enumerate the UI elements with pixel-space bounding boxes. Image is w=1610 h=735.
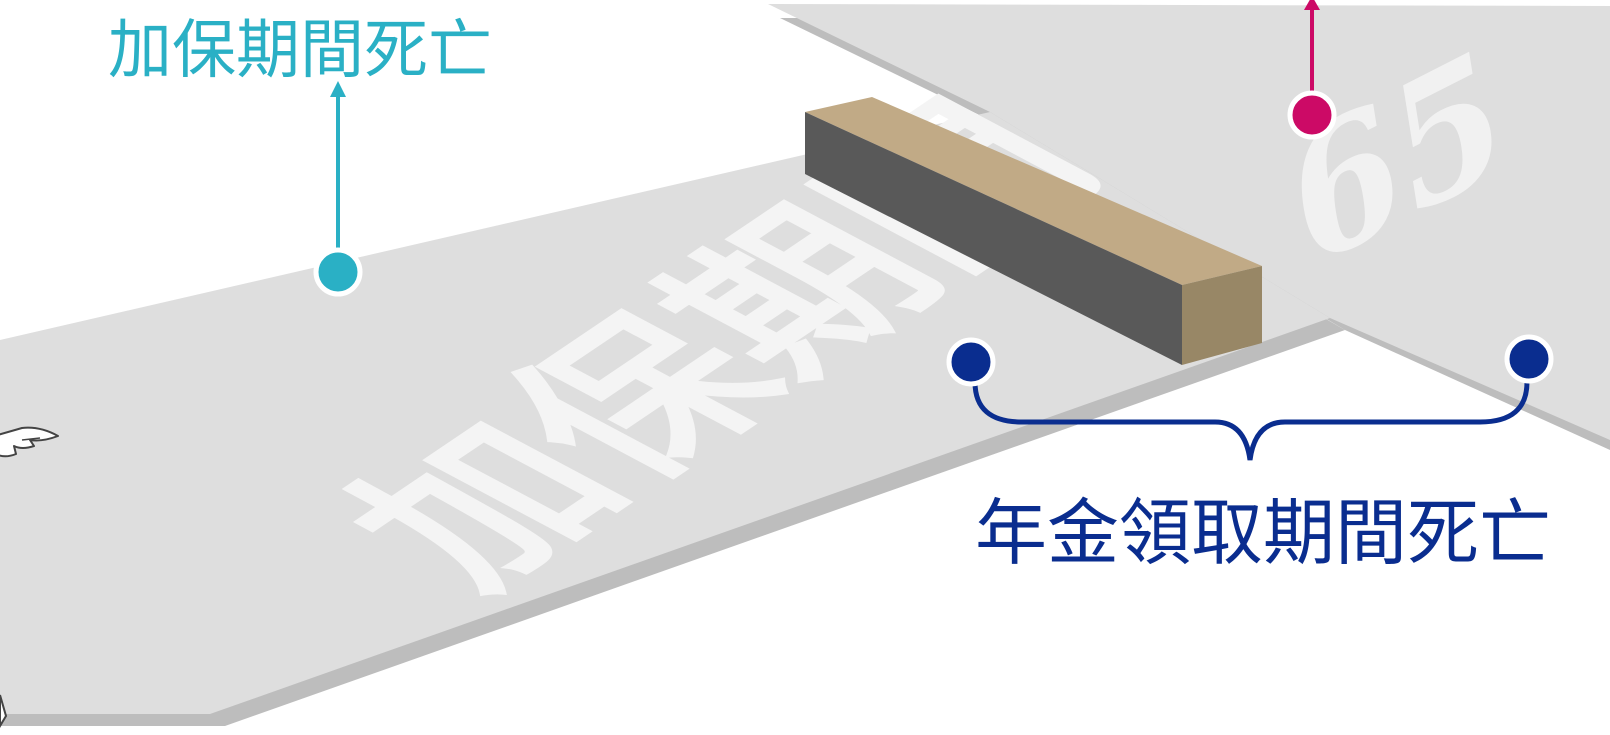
accumulation-death-label: 加保期間死亡 [108,14,492,88]
retirement-block-end [1182,266,1262,365]
accumulation-marker-arrowhead [330,81,346,97]
accumulation-death-marker [313,81,363,297]
annuity-road: 65 [768,4,1610,450]
retirement-block [805,97,1262,365]
bracket-left-dot [946,337,996,387]
bracket-curly-brace [972,379,1530,461]
retirement-block-front [805,112,1182,365]
pointing-hand-icon [0,426,59,728]
annuity-death-label: 年金領取期間死亡 [975,491,1551,575]
top-marker-arrowhead [1304,0,1320,10]
retirement-block-top [805,97,1262,285]
annuity-road-surface [768,4,1610,440]
top-marker-dot [1287,90,1337,140]
annuity-death-bracket [946,334,1554,461]
top-marker [1287,0,1337,140]
accumulation-marker-dot [313,247,363,297]
bracket-right-dot [1504,334,1554,384]
